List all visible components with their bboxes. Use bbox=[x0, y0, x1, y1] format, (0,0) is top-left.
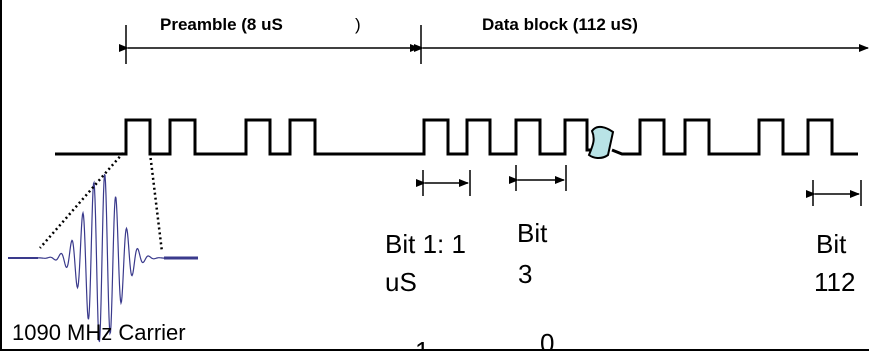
zoom-dotted-line-right bbox=[148, 152, 164, 253]
carrier-label: 1090 MHz Carrier bbox=[12, 320, 186, 345]
carrier-wave-inset bbox=[8, 173, 198, 343]
bit1-label-line1: Bit 1: 1 bbox=[385, 229, 466, 259]
preamble-label: Preamble (8 uS bbox=[160, 15, 283, 34]
data-block-label: Data block (112 uS) bbox=[482, 15, 638, 34]
break-symbol bbox=[587, 125, 615, 159]
zoom-dotted-line-left bbox=[39, 152, 124, 249]
pulse-waveform bbox=[55, 118, 595, 156]
pulse-waveform-continued bbox=[611, 118, 858, 156]
bit1-value: 1 bbox=[415, 336, 429, 351]
bit112-label-line2: 112 bbox=[814, 267, 855, 297]
preamble-label-paren: ) bbox=[355, 15, 361, 34]
bit3-label-line1: Bit bbox=[517, 218, 548, 248]
bit3-value: 0 bbox=[540, 328, 554, 351]
bit1-label-line2: uS bbox=[385, 267, 417, 297]
bit112-label-line1: Bit bbox=[816, 229, 847, 259]
bit3-label-line2: 3 bbox=[518, 259, 532, 289]
carrier-wave bbox=[36, 173, 168, 343]
